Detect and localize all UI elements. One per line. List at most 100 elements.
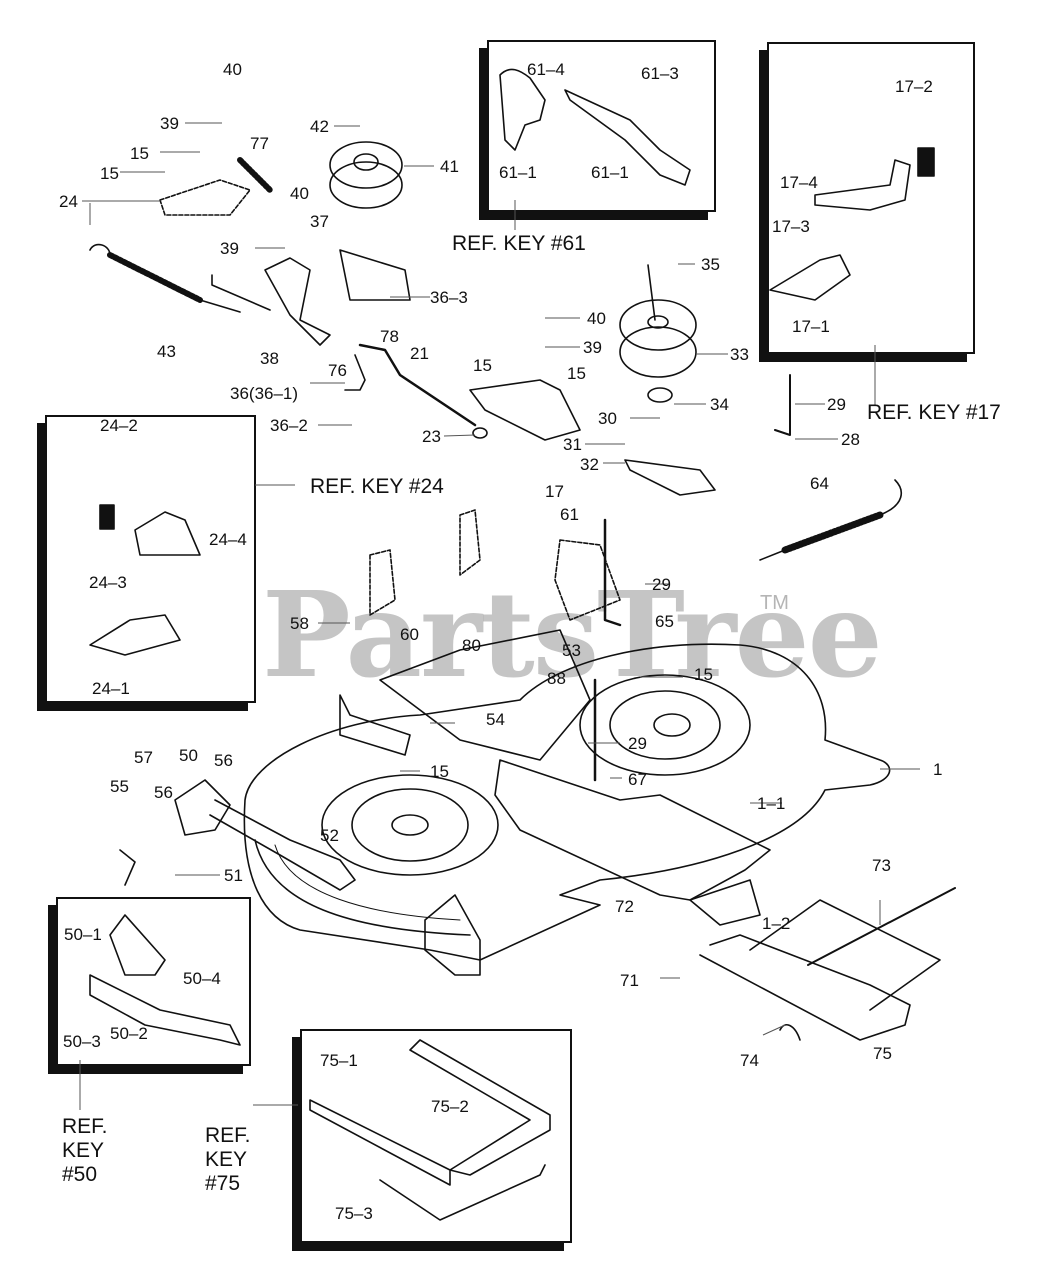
- inset17-bracket: [814, 159, 911, 211]
- deck-housing-part: [243, 643, 891, 961]
- ref-key-17-label: REF. KEY #17: [867, 401, 1001, 424]
- right-spindle-hub: [653, 713, 691, 737]
- callout-50: 50: [179, 746, 198, 765]
- callout-65: 65: [655, 612, 674, 631]
- callout-29: 29: [652, 575, 671, 594]
- bracket-17-part: [469, 379, 581, 441]
- callout-17: 17: [545, 482, 564, 501]
- idler-arm-36-part: [264, 257, 331, 346]
- swivel-23-part: [472, 427, 488, 439]
- callout-73: 73: [872, 856, 891, 875]
- inset61-label-61-1: 61–1: [499, 163, 537, 182]
- callout-78: 78: [380, 327, 399, 346]
- callout-58: 58: [290, 614, 309, 633]
- callout-36-2: 36–2: [270, 416, 308, 435]
- callout-15: 15: [694, 665, 713, 684]
- pulley-41-lower: [329, 161, 403, 209]
- inset75-label-75-3: 75–3: [335, 1204, 373, 1223]
- callout-41: 41: [440, 157, 459, 176]
- pulley-33-hub: [647, 315, 669, 329]
- callout-23: 23: [422, 427, 441, 446]
- bolt-35-part: [647, 264, 656, 321]
- rod-73-part: [807, 887, 956, 966]
- front-bracket-part: [424, 894, 481, 976]
- inset17-label-17-2: 17–2: [895, 77, 933, 96]
- pulley-41-hub: [353, 153, 379, 171]
- inset17-base: [769, 254, 851, 301]
- inset17-label-17-3: 17–3: [772, 217, 810, 236]
- callout-39: 39: [160, 114, 179, 133]
- watermark-trademark: TM: [760, 592, 789, 614]
- arm-50-part: [209, 799, 356, 891]
- bracket-24-part: [159, 179, 251, 216]
- callout-71: 71: [620, 971, 639, 990]
- inset75-label-75-1: 75–1: [320, 1051, 358, 1070]
- callout-35: 35: [701, 255, 720, 274]
- inset50-label-50-2: 50–2: [110, 1024, 148, 1043]
- inset24-label-24-3: 24–3: [89, 573, 127, 592]
- callout-67: 67: [628, 770, 647, 789]
- callout-32: 32: [580, 455, 599, 474]
- bracket-31-part: [624, 459, 716, 496]
- rod-21-part: [358, 343, 477, 427]
- callout-33: 33: [730, 345, 749, 364]
- ref-key-61-label: REF. KEY #61: [452, 232, 586, 255]
- center-cover-part: [379, 629, 591, 761]
- inset61-label-61-3: 61–3: [641, 64, 679, 83]
- side-bracket-part: [339, 694, 411, 756]
- callout-37: 37: [310, 212, 329, 231]
- callout-39: 39: [583, 338, 602, 357]
- callout-1-2: 1–2: [762, 914, 791, 933]
- plate-60-part: [459, 509, 481, 576]
- inset50-label-50-1: 50–1: [64, 925, 102, 944]
- inset50-plate: [109, 914, 166, 976]
- left-spindle-part: [321, 774, 499, 876]
- inset24-label-24-2: 24–2: [100, 416, 138, 435]
- inset24-label-24-4: 24–4: [209, 530, 247, 549]
- callout-40: 40: [223, 60, 242, 79]
- clip-74-part: [779, 1024, 801, 1041]
- callout-30: 30: [598, 409, 617, 428]
- rod-38-part: [211, 274, 271, 311]
- callout-29: 29: [628, 734, 647, 753]
- callout-80: 80: [462, 636, 481, 655]
- callout-88: 88: [547, 669, 566, 688]
- callout-29: 29: [827, 395, 846, 414]
- hitch-bracket-part: [689, 879, 761, 926]
- callout-15: 15: [130, 144, 149, 163]
- callout-1: 1: [933, 760, 943, 779]
- spring-64-part: [781, 511, 884, 554]
- callout-40: 40: [290, 184, 309, 203]
- pin-65-part: [603, 518, 622, 627]
- inset61-label-61-4: 61–4: [527, 60, 565, 79]
- callout-40: 40: [587, 309, 606, 328]
- callout-15: 15: [473, 356, 492, 375]
- inset17-label-17-4: 17–4: [780, 173, 818, 192]
- ref-key-50-label: REF. KEY #50: [62, 1115, 108, 1186]
- callout-28: 28: [841, 430, 860, 449]
- inset-ref-key-17: [767, 42, 975, 354]
- inset75-base: [379, 1164, 546, 1221]
- deck-rim-inner: [274, 844, 461, 921]
- callout-57: 57: [134, 748, 153, 767]
- callout-15: 15: [567, 364, 586, 383]
- right-spindle-inner: [609, 690, 721, 760]
- inset50-label-50-4: 50–4: [183, 969, 221, 988]
- inset24-pad: [99, 504, 115, 530]
- hitch-75-frame: [749, 899, 941, 1011]
- inset17-pad: [917, 147, 935, 177]
- spring-43-part: [107, 252, 203, 303]
- callout-53: 53: [562, 641, 581, 660]
- spring-64-hooks: [759, 479, 903, 561]
- inset61-label-61-1: 61–1: [591, 163, 629, 182]
- inset24-label-24-1: 24–1: [92, 679, 130, 698]
- callout-76: 76: [328, 361, 347, 380]
- callout-54: 54: [486, 710, 505, 729]
- callout-52: 52: [320, 826, 339, 845]
- left-spindle-inner: [351, 788, 469, 862]
- leader-lines: [79, 122, 920, 1110]
- callout-34: 34: [710, 395, 729, 414]
- callout-56: 56: [154, 783, 173, 802]
- callout-75: 75: [873, 1044, 892, 1063]
